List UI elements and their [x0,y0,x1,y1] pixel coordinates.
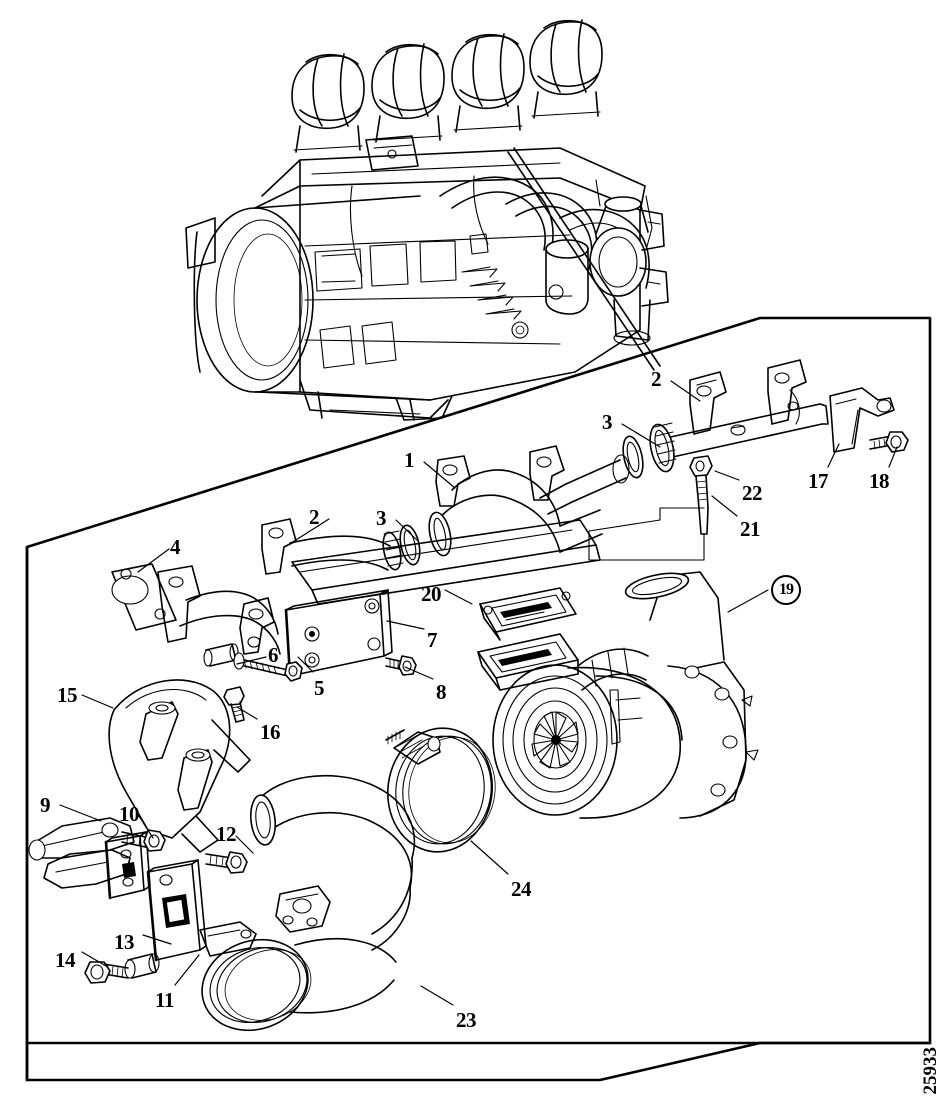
callout-20: 20 [421,582,442,606]
part-turbo-gasket [479,587,577,641]
callout-3a: 3 [602,410,613,434]
callout-1: 1 [404,448,415,472]
callout-8: 8 [436,680,447,704]
callout-19: 19 [771,575,801,605]
callout-23: 23 [456,1008,477,1032]
part-bracket-plate-11 [146,859,207,962]
callout-16: 16 [260,720,281,744]
callout-11: 11 [155,988,174,1012]
part-exhaust-elbow [291,445,603,605]
part-heat-shield-plate [284,589,393,678]
callout-17: 17 [808,469,829,493]
callout-7: 7 [427,628,438,652]
callout-22: 22 [742,481,763,505]
part-manifold-left-pipe [261,518,391,575]
callout-12: 12 [216,822,237,846]
part-support-bracket-9 [28,817,151,900]
part-manifold-gasket-left [111,563,281,655]
callout-3b: 3 [376,506,387,530]
callout-21: 21 [740,517,761,541]
part-hose-clamp [385,727,496,853]
part-heat-shield-15 [108,679,251,853]
part-sleeve-and-fasteners [203,643,417,723]
part-intake-elbow [201,774,416,1032]
part-stud-and-nut [588,455,713,561]
exploded-parts [28,359,909,1032]
callout-10: 10 [119,802,140,826]
part-bracket-17 [829,387,909,453]
callout-5: 5 [314,676,325,700]
callout-2b: 2 [309,505,320,529]
part-exhaust-manifold-upper [539,359,829,515]
part-spacer-13-bolt-14 [84,921,257,984]
callout-18: 18 [869,469,890,493]
engine-illustration [185,19,669,421]
engine-to-assembly-leader [507,147,661,371]
part-bolt-12 [205,851,248,874]
callout-leader-lines [59,380,898,1006]
drawing-reference-number: 25933 [920,1046,941,1095]
callout-15: 15 [57,683,78,707]
part-bolt-10 [121,829,166,852]
part-turbocharger [477,571,759,819]
callout-24: 24 [511,877,532,901]
callout-2a: 2 [651,367,662,391]
callout-4: 4 [170,535,181,559]
callout-9: 9 [40,793,51,817]
callout-13: 13 [114,930,135,954]
exploded-view-frame [25,316,932,1082]
callout-14: 14 [55,948,76,972]
callout-6: 6 [268,643,279,667]
